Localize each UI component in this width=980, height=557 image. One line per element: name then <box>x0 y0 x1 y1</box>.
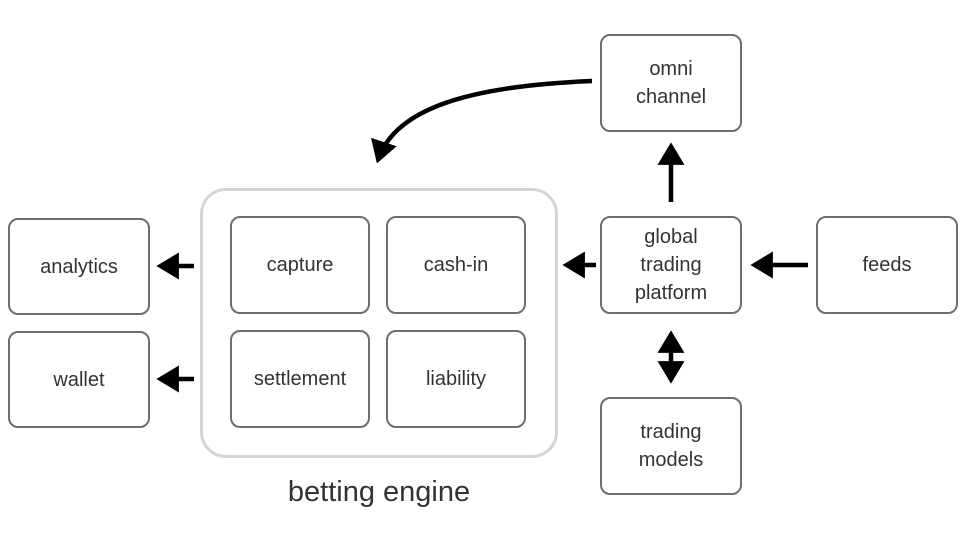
wallet-node: wallet <box>8 331 150 428</box>
trading-models-node: trading models <box>600 397 742 495</box>
cash-in-node: cash-in <box>386 216 526 314</box>
arrow-omni-channel-to-betting-engine <box>371 78 593 164</box>
cash-in-label: cash-in <box>423 254 489 276</box>
betting-engine-label: betting engine <box>287 476 471 508</box>
trading-models-label: trading models <box>638 421 704 471</box>
analytics-node: analytics <box>8 218 150 315</box>
liability-node: liability <box>386 330 526 428</box>
settlement-label: settlement <box>253 368 347 390</box>
feeds-label: feeds <box>862 254 912 276</box>
omni-channel-label: omni channel <box>635 58 707 108</box>
wallet-label: wallet <box>53 368 105 391</box>
omni-channel-node: omni channel <box>600 34 742 132</box>
capture-node: capture <box>230 216 370 314</box>
settlement-node: settlement <box>230 330 370 428</box>
liability-label: liability <box>425 368 487 390</box>
global-trading-platform-label: global trading platform <box>634 226 708 304</box>
feeds-node: feeds <box>816 216 958 314</box>
analytics-label: analytics <box>40 255 118 278</box>
global-trading-platform-node: global trading platform <box>600 216 742 314</box>
capture-label: capture <box>266 254 334 276</box>
